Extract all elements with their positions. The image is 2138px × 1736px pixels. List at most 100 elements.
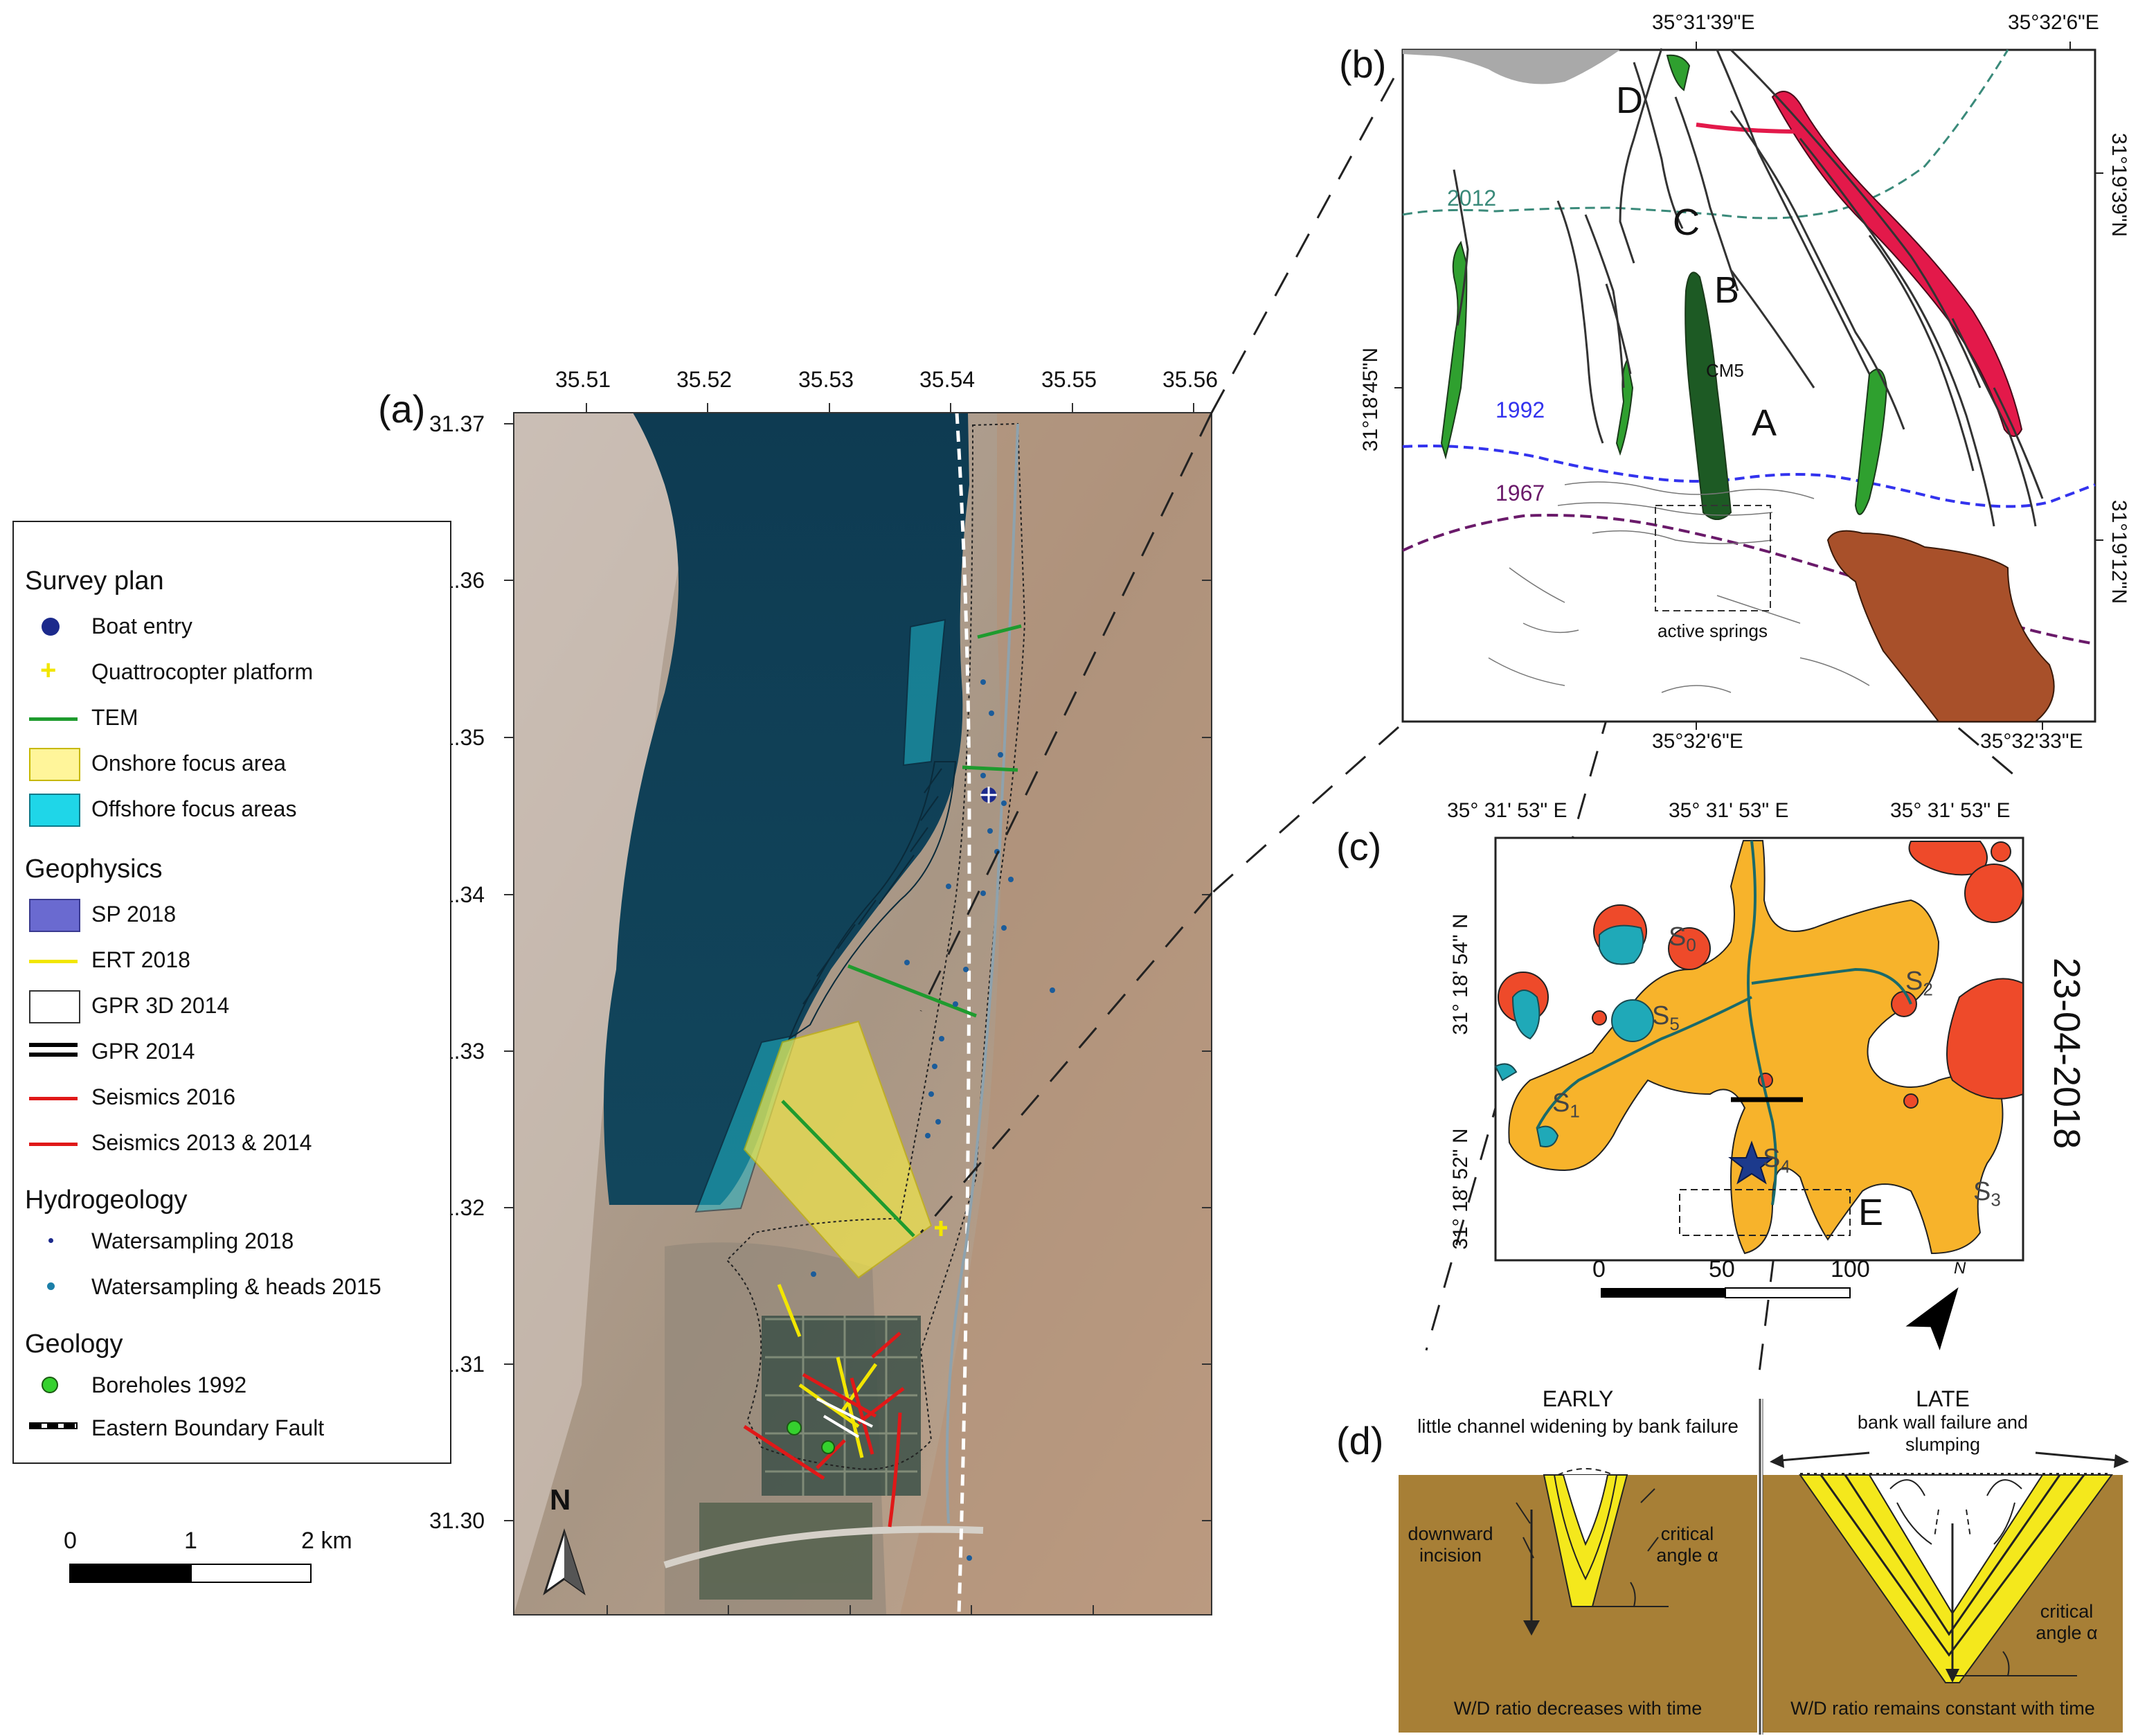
- map-b-top-tick: 35°31'39"E: [1652, 11, 1755, 34]
- ponds-cyan: [1494, 924, 1654, 1147]
- map-b-grey-area: [1403, 50, 1620, 84]
- year-label-2012: 2012: [1447, 186, 1497, 211]
- map-c-scale-label: 50: [1709, 1256, 1735, 1282]
- map-c-scalebar-white: [1725, 1287, 1851, 1298]
- seismic-lines: [743, 1332, 905, 1528]
- stream-line: [1536, 840, 1912, 1206]
- offshore-swatch: [29, 794, 80, 827]
- spring-label-s1: S1: [1552, 1089, 1580, 1122]
- zone-letter-a: A: [1752, 402, 1777, 444]
- spring-s4-star-icon: [1728, 1140, 1775, 1185]
- cross-icon: +: [40, 655, 57, 686]
- zone-letter-b: B: [1714, 269, 1740, 311]
- map-a-fields: [699, 1316, 921, 1600]
- early-subtitle: little channel widening by bank failure: [1417, 1415, 1739, 1437]
- spring-subscript: 2: [1923, 978, 1933, 1000]
- scale-label: 1: [184, 1528, 197, 1554]
- legend-item-label: SP 2018: [91, 902, 177, 927]
- x-tick-label: 35.55: [1041, 367, 1097, 392]
- main-road: [945, 423, 1019, 1524]
- map-c-top-tick: 35° 31' 53" E: [1447, 799, 1567, 822]
- x-tick-label: 35.52: [676, 367, 733, 392]
- map-c-top-tick: 35° 31' 53" E: [1669, 799, 1789, 822]
- map-c-scale-label: 0: [1592, 1256, 1606, 1282]
- legend-item-label: TEM: [91, 705, 138, 730]
- legend-item-label: Seismics 2016: [91, 1084, 236, 1109]
- scale-label: 2 km: [301, 1528, 352, 1554]
- legend-section-title: Geophysics: [25, 854, 163, 884]
- legend-section-title: Geology: [25, 1330, 123, 1359]
- scale-bar-white: [190, 1564, 312, 1583]
- panel-b-label: (b): [1339, 42, 1387, 86]
- boat-entry-icon: [980, 787, 997, 803]
- y-tick-label: 31.37: [429, 411, 485, 436]
- legend-item-label: ERT 2018: [91, 947, 190, 972]
- scale-label: 0: [64, 1528, 77, 1554]
- onshore-focus-area: [743, 1020, 933, 1279]
- zone-letter-c: C: [1673, 202, 1700, 243]
- offshore-hatched-band: [787, 761, 957, 1041]
- spring-label-s4: S4: [1763, 1144, 1790, 1178]
- map-b-top-tick: 35°32'6"E: [2008, 11, 2099, 34]
- ert-line-swatch: [29, 960, 78, 963]
- spring-letter: S: [1552, 1089, 1570, 1118]
- map-a-tick-marks: [504, 403, 1212, 1615]
- legend-item-label: Watersampling 2018: [91, 1228, 294, 1253]
- legend-item-label: Onshore focus area: [91, 751, 287, 776]
- x-tick-label: 35.54: [919, 367, 976, 392]
- panel-a-label: (a): [378, 387, 426, 431]
- x-tick-label: 35.53: [798, 367, 854, 392]
- sinkhole-red-zone: [1771, 91, 2023, 437]
- early-incision-label: downward incision: [1408, 1523, 1493, 1566]
- late-bottom-label: W/D ratio remains constant with time: [1790, 1698, 2095, 1719]
- box-e: [1679, 1189, 1851, 1236]
- study-area-outline: [726, 422, 1026, 1470]
- map-c-north-label: N: [1954, 1259, 1966, 1278]
- late-title: LATE: [1916, 1386, 1970, 1411]
- spring-area-texture: [1488, 481, 1870, 693]
- early-angle-label: critical angle α: [1656, 1523, 1718, 1566]
- spring-label-s0: S0: [1669, 922, 1696, 956]
- late-subtitle: bank wall failure and slumping: [1857, 1412, 2029, 1455]
- legend-item-label: Quattrocopter platform: [91, 659, 314, 684]
- map-a-north-label: N: [550, 1483, 571, 1516]
- map-a-sea: [604, 413, 969, 1205]
- watersampling-points: [811, 679, 1055, 1561]
- map-a-road: [663, 1525, 984, 1568]
- active-springs-box: [1655, 505, 1771, 611]
- zone-letter-d: D: [1616, 80, 1643, 121]
- panel-c-label: (c): [1336, 825, 1382, 868]
- borehole-2: [821, 1440, 835, 1454]
- map-c-scalebar-black: [1601, 1288, 1725, 1298]
- legend-item-label: GPR 3D 2014: [91, 993, 230, 1018]
- spring-letter: S: [1669, 922, 1687, 951]
- spring-subscript: 4: [1780, 1156, 1790, 1177]
- map-c-top-tick: 35° 31' 53" E: [1890, 799, 2011, 822]
- spring-label-s2: S2: [1905, 967, 1933, 1001]
- borehole-dot: [42, 1377, 58, 1393]
- alluvial-fan-brown: [1826, 530, 2055, 722]
- year-label-1992: 1992: [1495, 397, 1545, 422]
- early-bottom-label: W/D ratio decreases with time: [1453, 1698, 1703, 1719]
- legend-item-label: Offshore focus areas: [91, 796, 297, 821]
- sp-swatch: [29, 899, 80, 932]
- map-c-scale-label: 100: [1831, 1256, 1870, 1282]
- tem-line-swatch: [29, 717, 78, 721]
- map-a-frame: [513, 412, 1212, 1616]
- spring-letter: S: [1905, 967, 1923, 996]
- legend-item-label: GPR 2014: [91, 1039, 195, 1064]
- map-a-north-arrow-icon: [543, 1528, 586, 1595]
- year-label-1967: 1967: [1495, 481, 1545, 505]
- borehole-1: [787, 1420, 802, 1435]
- map-c-north-arrow-icon: [1905, 1287, 1959, 1350]
- watersampling-2015-dot: [47, 1282, 55, 1290]
- spring-subscript: 0: [1686, 934, 1696, 956]
- panel-d-label: (d): [1336, 1419, 1384, 1462]
- map-a-scalebar: 0 1 2 km: [64, 1528, 352, 1583]
- legend-item-label: Eastern Boundary Fault: [91, 1415, 325, 1440]
- map-b-bottom-tick: 35°32'33"E: [1980, 730, 2083, 753]
- scale-bar-black: [69, 1564, 190, 1583]
